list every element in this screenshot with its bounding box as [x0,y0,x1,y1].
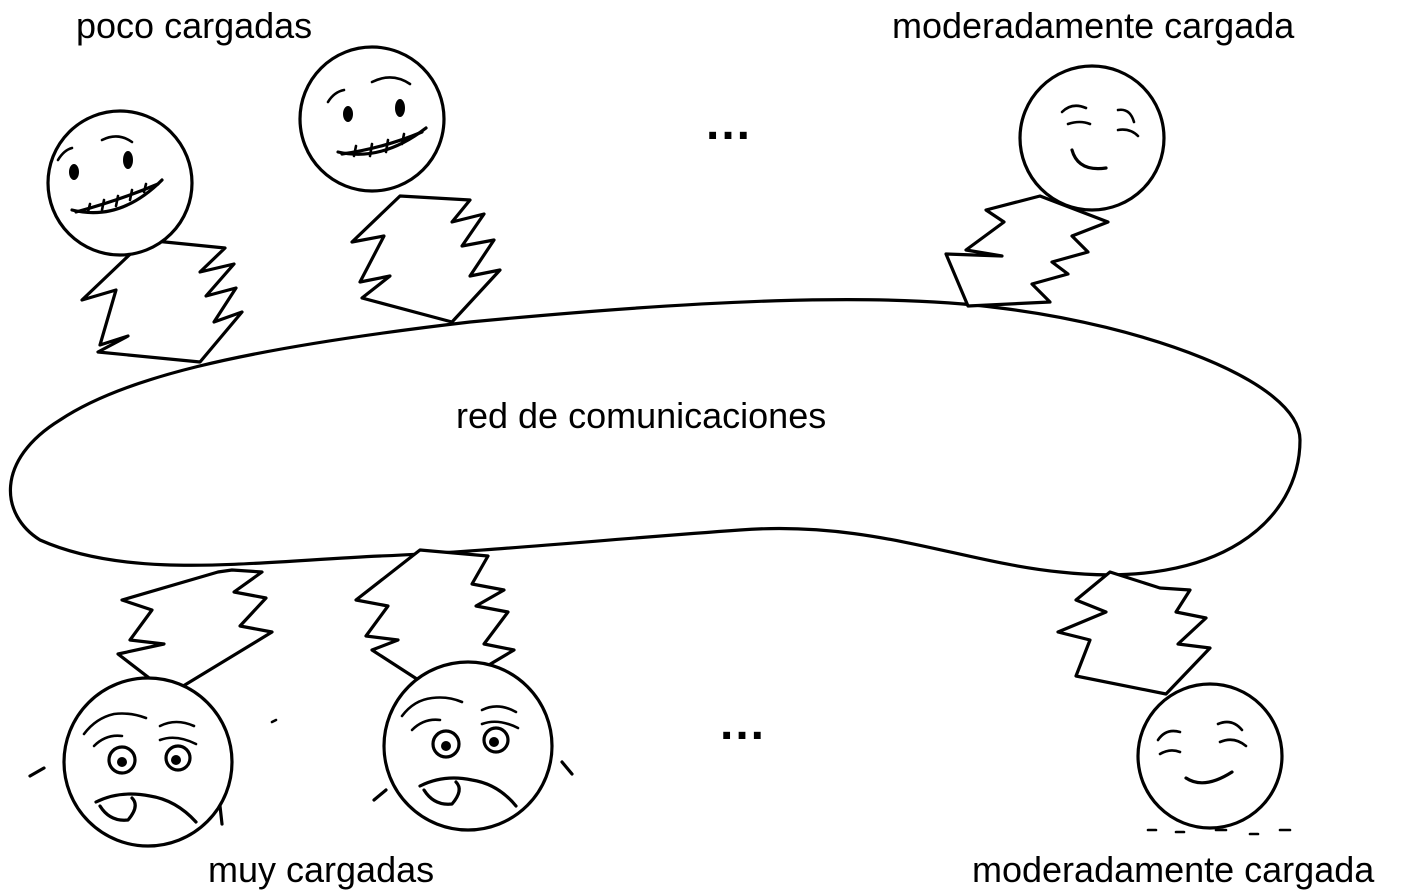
arrow-top-2 [350,194,502,324]
arrow-bottom-1 [116,568,274,696]
face-bottom-2 [372,660,574,832]
label-bottom-right: moderadamente cargada [972,849,1375,890]
face-bottom-1 [28,676,234,848]
stray-mark-dashes [1146,828,1292,836]
arrow-top-1 [80,238,244,364]
network-label: red de comunicaciones [456,395,827,436]
face-top-3 [1018,64,1166,212]
ellipsis-bottom: ... [720,697,767,750]
ellipsis-top: ... [706,97,753,150]
label-top-left: poco cargadas [76,5,313,46]
label-bottom-left: muy cargadas [208,849,435,890]
network-cloud [9,297,1302,577]
arrow-top-3 [944,194,1110,308]
face-top-2 [298,45,446,193]
face-top-1 [46,109,194,257]
face-bottom-3 [1136,682,1284,830]
label-top-right: moderadamente cargada [892,5,1295,46]
arrow-bottom-3 [1056,570,1212,696]
arrow-bottom-2 [354,548,516,696]
stray-mark [270,718,278,724]
